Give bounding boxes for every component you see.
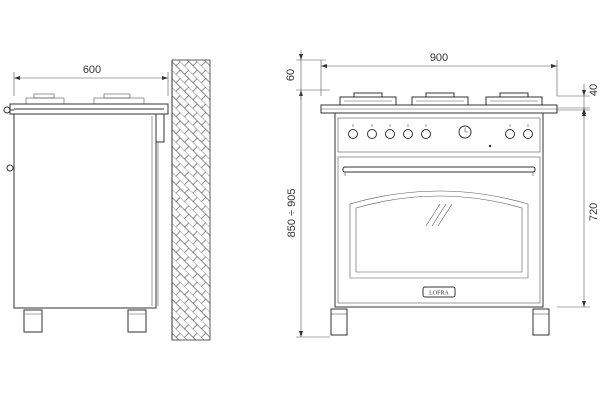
width-label: 900 bbox=[430, 52, 448, 64]
burner-height-label: 40 bbox=[588, 84, 600, 96]
knob-icon bbox=[523, 129, 533, 139]
side-handle-icon bbox=[6, 164, 14, 172]
logo-text: LOFRA bbox=[429, 291, 449, 297]
knob-icon bbox=[348, 129, 358, 139]
timer-clock-icon bbox=[458, 125, 492, 148]
body-height-label: 720 bbox=[588, 203, 600, 221]
side-foot-rear bbox=[127, 309, 147, 333]
burner-height-dimension: 40 bbox=[557, 84, 600, 118]
total-height-dimension: 850 ÷ 905 bbox=[286, 90, 330, 338]
logo-badge: LOFRA bbox=[422, 286, 456, 298]
knob-icon bbox=[403, 129, 413, 139]
front-foot-left bbox=[330, 308, 348, 336]
glass-reflection-icon bbox=[425, 203, 453, 227]
front-foot-right bbox=[532, 308, 550, 336]
depth-label: 600 bbox=[83, 64, 101, 76]
door-handle bbox=[342, 166, 536, 176]
wall bbox=[171, 59, 211, 341]
width-dimension: 900 bbox=[320, 52, 558, 96]
top-gap-dimension: 60 bbox=[285, 50, 330, 100]
oven-window bbox=[355, 195, 523, 273]
front-body bbox=[334, 112, 544, 308]
knob-icon bbox=[385, 129, 395, 139]
knob-icon bbox=[505, 129, 515, 139]
control-panel bbox=[337, 117, 541, 153]
oven-door bbox=[337, 156, 541, 304]
front-burners bbox=[339, 92, 543, 106]
side-view: 600 bbox=[3, 59, 211, 341]
depth-dimension: 600 bbox=[13, 64, 169, 96]
total-height-label: 850 ÷ 905 bbox=[286, 189, 298, 238]
side-knob-icon bbox=[3, 106, 11, 114]
oven-window-frame bbox=[349, 190, 529, 279]
side-burners bbox=[24, 93, 160, 105]
knob-icon bbox=[367, 129, 377, 139]
side-body bbox=[13, 113, 157, 309]
body-height-dimension: 720 bbox=[557, 109, 600, 308]
side-foot-front bbox=[23, 309, 43, 333]
knob-icon bbox=[421, 129, 431, 139]
top-gap-label: 60 bbox=[285, 69, 297, 81]
knobs bbox=[348, 124, 533, 139]
front-view: 900 60 40 720 bbox=[285, 50, 600, 338]
